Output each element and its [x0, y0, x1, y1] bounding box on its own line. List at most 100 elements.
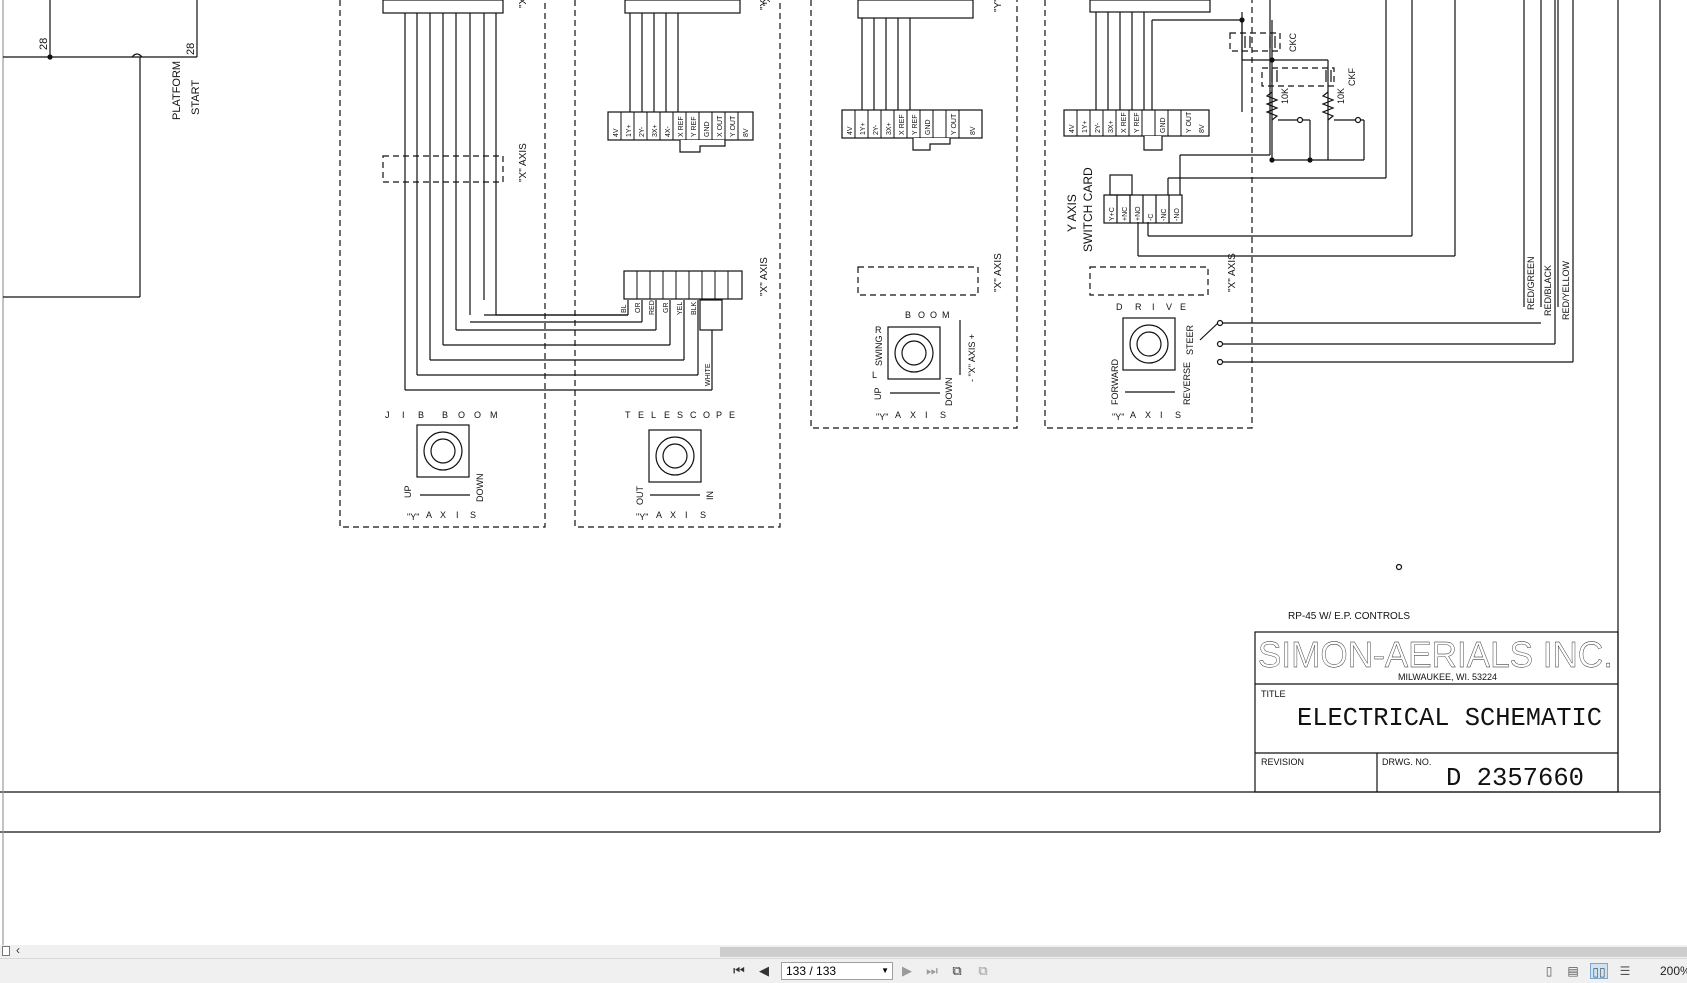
switch-card-pin-4: -NC: [1161, 209, 1168, 221]
status-bar: ⏮ ◀ 133 / 133 ▼ ▶ ⏭ ⧉ ⧉ ▯ ▤ ▯▯ ☰ 200%: [0, 958, 1687, 983]
pin-b-6: GND: [925, 119, 932, 135]
pin-c-4: X REF: [1121, 112, 1128, 133]
page-selector[interactable]: 133 / 133 ▼: [781, 962, 893, 980]
swing-letter-3: O: [930, 310, 937, 320]
swing-letter-0: R: [875, 325, 882, 335]
tele-axis-3: I: [685, 510, 688, 520]
jib-letter-1: I: [402, 410, 405, 420]
wire-color-mid-5: BLK: [691, 301, 698, 315]
document-viewport[interactable]: 28 28 PLATFORM START: [0, 0, 1687, 945]
x-axis-label-mid: "X" AXIS: [759, 257, 770, 296]
continuous-view-icon[interactable]: ▤: [1567, 964, 1579, 978]
jib-letter-4: O: [458, 410, 465, 420]
pin-dividers-c: [1076, 110, 1182, 136]
pin-b-8: 8V: [970, 126, 977, 135]
y-axis-label-tele: "Y" AXIS: [759, 0, 770, 10]
tele-axis-2: X: [670, 510, 676, 520]
zoom-level[interactable]: 200%: [1660, 964, 1687, 978]
wire-color-mid-1: OR: [635, 303, 642, 314]
pin-a-6: Y REF: [691, 117, 698, 138]
previous-page-icon[interactable]: ◀: [759, 963, 769, 978]
last-page-icon[interactable]: ⏭: [926, 963, 938, 978]
switch-card-line2: SWITCH CARD: [1081, 167, 1095, 252]
x-axis-label-top-tele: "X" AXIS: [762, 0, 773, 6]
drawing-no-label: DRWG. NO.: [1382, 757, 1431, 767]
drive-axis-1: A: [1130, 410, 1136, 420]
swing-axis-4: S: [940, 410, 946, 420]
drive-letter-4: E: [1180, 302, 1186, 312]
pin-b-1: 1Y+: [860, 122, 867, 135]
drawing-title: ELECTRICAL SCHEMATIC: [1297, 703, 1602, 733]
single-page-view-icon[interactable]: ▯: [1545, 964, 1553, 978]
wire-label-28-b: 28: [185, 43, 197, 55]
left-labels: 28 28 PLATFORM START: [38, 38, 202, 120]
horizontal-scrollbar[interactable]: ‹: [0, 943, 1687, 958]
pin-a-2: 2Y-: [639, 126, 646, 137]
switch-card-pin-5: -NO: [1174, 208, 1181, 221]
facing-view-icon[interactable]: ▯▯: [1590, 963, 1608, 979]
resistor-label-2: 10K: [1336, 88, 1346, 104]
wire-color-right-0: RED/GREEN: [1526, 256, 1536, 310]
pin-b-4: X REF: [899, 114, 906, 135]
pin-a-7: GND: [704, 121, 711, 137]
restore-window-icon[interactable]: ⧉: [978, 963, 988, 978]
tele-letter-7: P: [716, 410, 722, 420]
pin-c-1: 1Y+: [1082, 120, 1089, 133]
pin-dividers-a: [620, 112, 739, 140]
swing-left: L: [872, 370, 877, 380]
drive-axis-3: I: [1160, 410, 1163, 420]
switch-card-pin-3: -C: [1148, 214, 1155, 221]
tele-axis-4: S: [700, 510, 706, 520]
pin-b-2: 2Y-: [873, 124, 880, 135]
drive-forward: FORWARD: [1110, 359, 1120, 405]
axis-labels: "X" AXIS "X" AXIS "X" AXIS "X" AXIS "Y" …: [518, 0, 1571, 320]
pin-dividers-b: [854, 110, 960, 138]
jib-up: UP: [403, 485, 413, 498]
tele-in: IN: [705, 491, 715, 500]
pin-c-0: 4V: [1069, 124, 1076, 133]
scroll-left-arrow-icon[interactable]: ‹: [16, 943, 20, 957]
resistor-label-1: 10K: [1280, 88, 1290, 104]
continuous-facing-view-icon[interactable]: ☰: [1619, 964, 1631, 978]
pin-b-3: 3X+: [886, 122, 893, 135]
title-label: TITLE: [1261, 689, 1286, 699]
electrical-schematic: 28 28 PLATFORM START: [0, 0, 1661, 945]
x-axis-label-top-jib: "X" AXIS: [518, 0, 529, 8]
joystick-labels: J I B B O O M UP DOWN "Y" A X I S T E L …: [385, 302, 1195, 522]
pin-a-5: X REF: [678, 116, 685, 137]
drive-letter-0: D: [1116, 302, 1123, 312]
first-page-icon[interactable]: ⏮: [733, 963, 745, 978]
next-page-icon[interactable]: ▶: [902, 963, 912, 978]
tele-letter-0: T: [625, 410, 631, 420]
swing-x-axis: - "X" AXIS +: [967, 334, 977, 382]
swing-letter-2: O: [918, 310, 925, 320]
jib-down: DOWN: [475, 474, 485, 503]
x-axis-label-swing: "X" AXIS: [993, 253, 1004, 292]
pin-dividers-mid: [636, 271, 729, 299]
swing-letter-4: M: [942, 310, 950, 320]
jib-letter-0: J: [385, 410, 390, 420]
tele-letter-5: C: [690, 410, 697, 420]
tele-letter-8: E: [729, 410, 735, 420]
drive-letter-2: I: [1152, 302, 1155, 312]
pin-a-3: 3X+: [652, 124, 659, 137]
wire-color-mid-6: WHITE: [705, 363, 712, 386]
revision-label: REVISION: [1261, 757, 1304, 767]
company-address: MILWAUKEE, WI. 53224: [1398, 672, 1497, 682]
jib-axis-2: X: [440, 510, 446, 520]
x-axis-label-jib: "X" AXIS: [518, 143, 529, 182]
scroll-thumb[interactable]: [720, 947, 1687, 957]
tele-out: OUT: [635, 486, 645, 506]
jib-axis-1: A: [426, 510, 432, 520]
switch-card-pin-0: Y+C: [1109, 207, 1116, 221]
pin-labels: 4V 1Y+ 2Y- 3X+ 4X- X REF Y REF GND X OUT…: [613, 111, 1206, 386]
swing-axis-0: "Y": [876, 412, 888, 422]
platform-label: PLATFORM: [171, 61, 183, 120]
jib-axis-3: I: [456, 510, 459, 520]
swing-label: SWING: [874, 336, 884, 367]
drive-reverse: REVERSE: [1182, 362, 1192, 405]
open-window-icon[interactable]: ⧉: [952, 963, 962, 978]
jib-letter-5: O: [474, 410, 481, 420]
chevron-down-icon[interactable]: ▼: [881, 966, 889, 975]
drive-axis-4: S: [1175, 410, 1181, 420]
